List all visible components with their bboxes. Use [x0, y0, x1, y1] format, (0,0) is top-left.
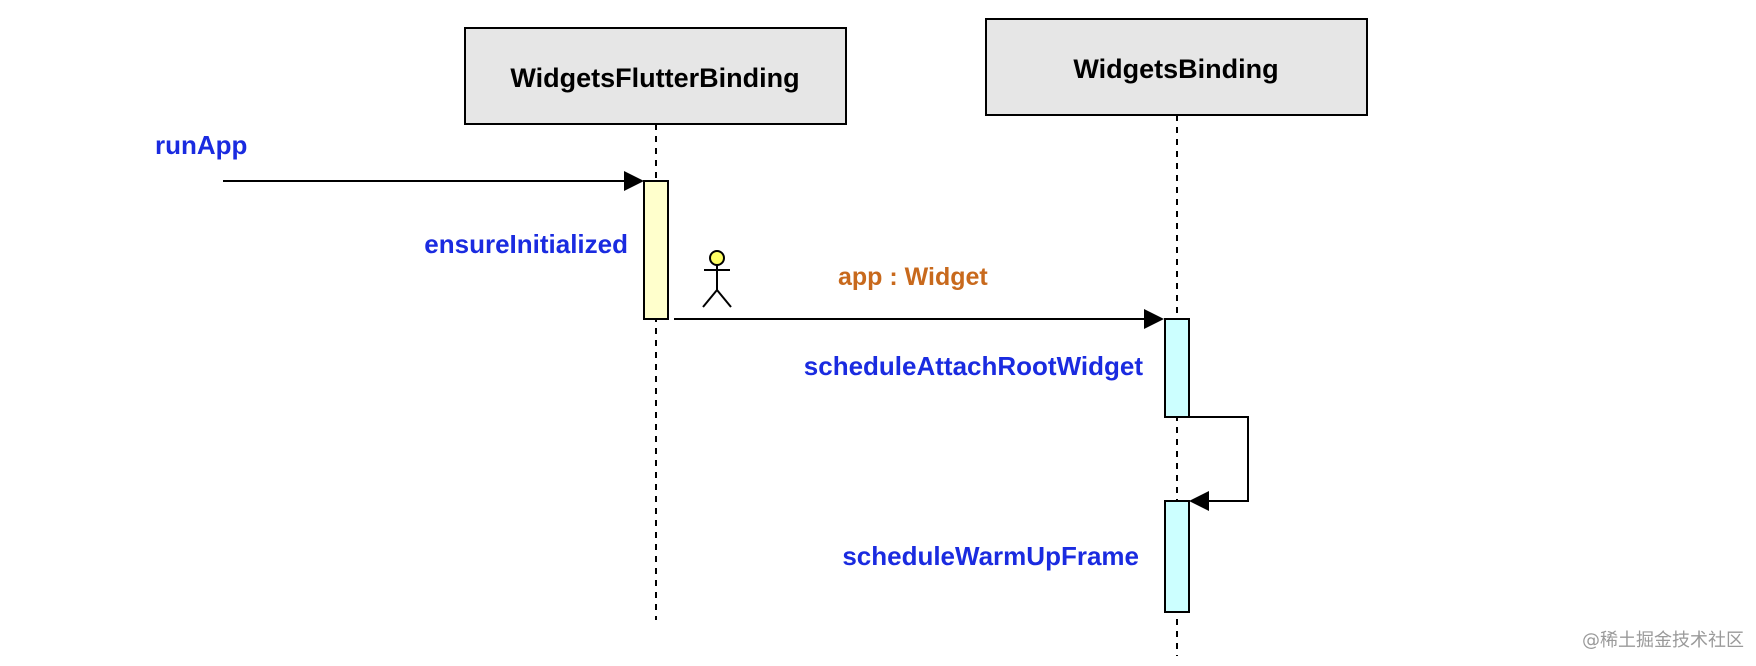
- actor-head: [709, 250, 725, 266]
- activation-ensure-initialized: [643, 180, 669, 320]
- schedule-attach-root-widget-label: scheduleAttachRootWidget: [804, 351, 1144, 381]
- participant-widgets-flutter-binding: WidgetsFlutterBinding: [464, 27, 847, 125]
- activation-schedule-attach-root-widget: [1164, 318, 1190, 418]
- actor-left-leg: [702, 289, 718, 308]
- arrow-head: [1144, 309, 1164, 329]
- participant-label: WidgetsFlutterBinding: [510, 63, 799, 93]
- arrow-head: [624, 171, 644, 191]
- participant-box: [464, 27, 847, 125]
- self-call-arrow: [1189, 416, 1249, 511]
- ensure-initialized-label: ensureInitialized: [424, 229, 628, 259]
- arrow-head: [1189, 491, 1209, 511]
- self-call-line: [1189, 416, 1249, 502]
- participant-label: WidgetsBinding: [1073, 54, 1278, 84]
- schedule-warm-up-frame-label: scheduleWarmUpFrame: [842, 541, 1139, 571]
- participant-widgets-binding: WidgetsBinding: [985, 18, 1368, 116]
- message-schedule-attach-root-widget: app : Widget: [674, 263, 1164, 329]
- watermark: @稀土掘金技术社区: [1582, 630, 1744, 651]
- app-widget-param-label: app : Widget: [838, 263, 988, 291]
- participant-box: [985, 18, 1368, 116]
- actor-right-leg: [716, 289, 732, 308]
- activation-schedule-warm-up-frame: [1164, 500, 1190, 613]
- message-run-app: runApp: [155, 130, 644, 191]
- stick-figure-icon: [702, 250, 732, 308]
- run-app-label: runApp: [155, 130, 247, 160]
